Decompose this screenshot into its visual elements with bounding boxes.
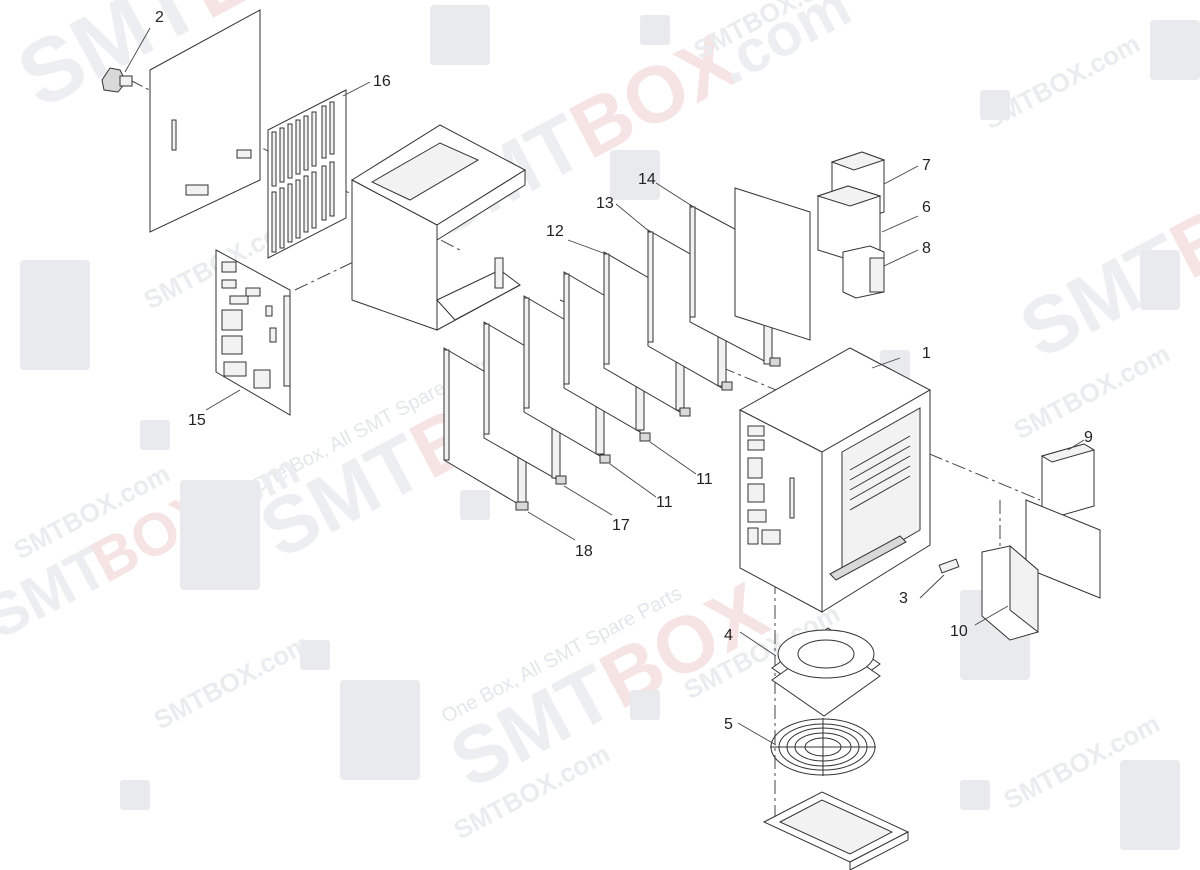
callout-2: 2 bbox=[155, 9, 164, 26]
part-psu-unit bbox=[1040, 443, 1096, 519]
callout-7: 7 bbox=[922, 157, 931, 174]
part-psu-module-8 bbox=[842, 245, 885, 299]
part-backplane bbox=[267, 89, 347, 259]
callout-1: 1 bbox=[922, 345, 931, 362]
part-main-chassis bbox=[738, 347, 932, 613]
callout-14: 14 bbox=[638, 171, 656, 188]
part-bottom-tray bbox=[762, 791, 910, 870]
leader-lines bbox=[124, 27, 1085, 746]
part-psu-bracket bbox=[1025, 499, 1101, 599]
callout-10: 10 bbox=[950, 623, 968, 640]
part-cooling-fan bbox=[771, 627, 881, 717]
part-power-connector bbox=[101, 67, 133, 93]
callout-labels: 1 2 3 4 5 6 7 8 9 10 11 11 12 13 14 15 1… bbox=[155, 9, 1093, 733]
part-fuse-holder bbox=[938, 558, 960, 574]
part-io-board bbox=[215, 249, 291, 416]
pcb-cards bbox=[443, 187, 811, 511]
part-psu-module-6 bbox=[816, 185, 882, 261]
callout-17: 17 bbox=[612, 517, 630, 534]
part-rear-panel bbox=[149, 9, 261, 233]
part-battery bbox=[981, 544, 1039, 641]
psu-modules bbox=[816, 151, 886, 299]
part-fan-guard bbox=[770, 718, 876, 776]
callout-6: 6 bbox=[922, 199, 931, 216]
svg-text:SMTBOX.com: SMTBOX.com bbox=[149, 628, 315, 735]
callout-15: 15 bbox=[188, 412, 206, 429]
callout-13: 13 bbox=[596, 195, 614, 212]
callout-5: 5 bbox=[724, 716, 733, 733]
callout-11b: 11 bbox=[656, 494, 673, 511]
part-psu-mounting-plate bbox=[734, 187, 811, 341]
callout-16: 16 bbox=[373, 73, 391, 90]
callout-3: 3 bbox=[899, 590, 908, 607]
callout-8: 8 bbox=[922, 240, 931, 257]
callout-11a: 11 bbox=[696, 471, 713, 488]
callout-18: 18 bbox=[575, 543, 593, 560]
callout-9: 9 bbox=[1084, 429, 1093, 446]
part-card-cage bbox=[350, 124, 527, 331]
callout-12: 12 bbox=[546, 223, 564, 240]
callout-4: 4 bbox=[724, 627, 733, 644]
